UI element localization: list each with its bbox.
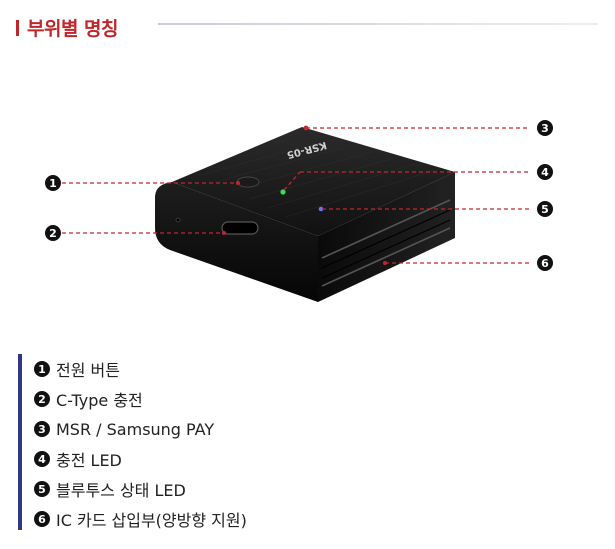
legend-number: 6 [34, 511, 50, 527]
card-slot-upper [321, 199, 451, 259]
bluetooth-led [318, 206, 324, 212]
svg-text:5: 5 [541, 203, 549, 216]
card-reader-device: KSR-05 [155, 127, 455, 302]
legend-number: 5 [34, 481, 50, 497]
power-button[interactable] [236, 176, 260, 188]
section-title: 부위별 명칭 [27, 18, 119, 40]
legend-label: C-Type 충전 [56, 391, 143, 410]
svg-text:6: 6 [541, 257, 549, 270]
legend-label: 충전 LED [56, 451, 122, 470]
legend-item-ic-card-slot: 6 IC 카드 삽입부(양방향 지원) [34, 504, 247, 534]
svg-text:2: 2 [49, 227, 57, 240]
title-rule [158, 23, 598, 25]
charge-led [280, 189, 286, 195]
callout-6: 6 [537, 255, 553, 271]
legend-item-msr: 3 MSR / Samsung PAY [34, 414, 247, 444]
legend-number: 4 [34, 451, 50, 467]
svg-text:1: 1 [49, 177, 57, 190]
legend-number: 1 [34, 361, 50, 377]
legend-label: 블루투스 상태 LED [56, 481, 186, 500]
legend-number: 2 [34, 391, 50, 407]
parts-legend: 1 전원 버튼 2 C-Type 충전 3 MSR / Samsung PAY … [18, 354, 247, 530]
legend-item-power-button: 1 전원 버튼 [34, 354, 247, 384]
callout-2: 2 [45, 225, 61, 241]
legend-label: MSR / Samsung PAY [56, 419, 215, 439]
callout-1: 1 [45, 175, 61, 191]
callout-5: 5 [537, 201, 553, 217]
callout-3: 3 [537, 120, 553, 136]
usb-c-port [221, 221, 259, 235]
legend-item-usb-c: 2 C-Type 충전 [34, 384, 247, 414]
device-figure: KSR-05 1 [45, 120, 553, 302]
section-header: 부위별 명칭 [16, 14, 119, 41]
title-marker [16, 19, 19, 36]
svg-text:3: 3 [541, 122, 549, 135]
svg-text:4: 4 [541, 166, 549, 179]
legend-item-bluetooth-led: 5 블루투스 상태 LED [34, 474, 247, 504]
card-slot-lower [321, 227, 451, 287]
legend-label: 전원 버튼 [56, 361, 120, 380]
legend-label: IC 카드 삽입부(양방향 지원) [56, 511, 247, 530]
legend-item-charge-led: 4 충전 LED [34, 444, 247, 474]
legend-number: 3 [34, 421, 50, 437]
callout-4: 4 [537, 164, 553, 180]
